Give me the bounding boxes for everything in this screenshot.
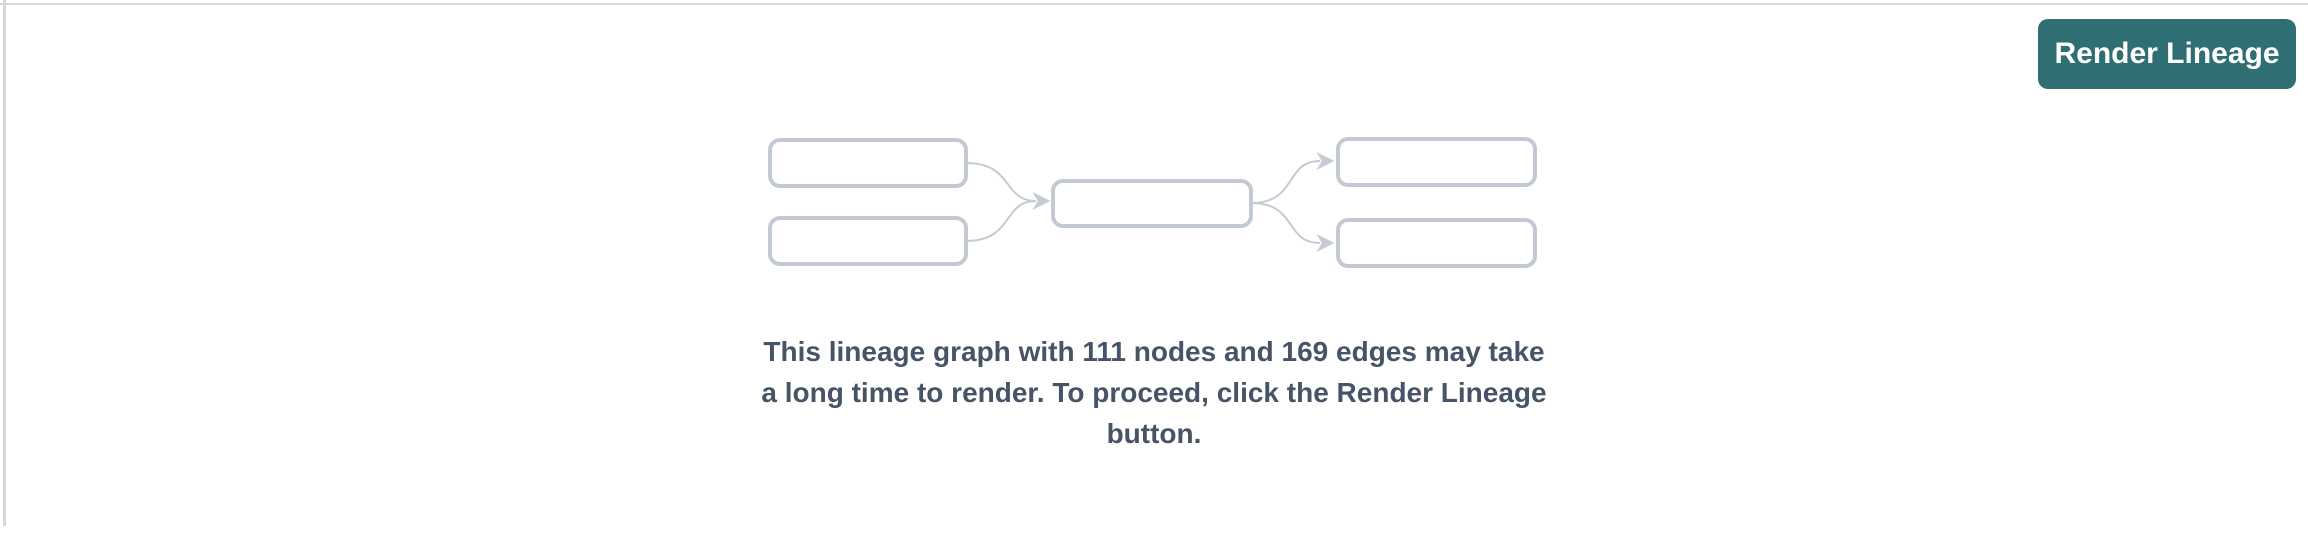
lineage-placeholder-graphic xyxy=(0,133,2308,272)
lineage-node-right-bottom xyxy=(1335,218,1537,268)
lineage-node-left-top xyxy=(767,138,968,188)
panel-left-border xyxy=(3,0,6,526)
warning-line-2: a long time to render. To proceed, click… xyxy=(761,377,1547,408)
lineage-node-right-top xyxy=(1335,137,1537,187)
render-lineage-button[interactable]: Render Lineage xyxy=(2038,19,2296,89)
lineage-placeholder-svg xyxy=(767,137,1537,268)
edge-leftbottom-to-center xyxy=(965,200,1036,242)
lineage-node-left-bottom xyxy=(767,216,968,266)
lineage-node-center xyxy=(1050,179,1253,228)
warning-line-3: button. xyxy=(1106,418,1202,449)
edge-center-to-rightbottom xyxy=(1250,202,1334,252)
warning-line-1: This lineage graph with 111 nodes and 16… xyxy=(763,336,1545,367)
edge-center-to-righttop xyxy=(1250,152,1334,204)
render-warning-text: This lineage graph with 111 nodes and 16… xyxy=(0,331,2308,454)
panel-top-border xyxy=(0,3,2308,5)
edge-lefttop-to-center xyxy=(965,162,1050,210)
